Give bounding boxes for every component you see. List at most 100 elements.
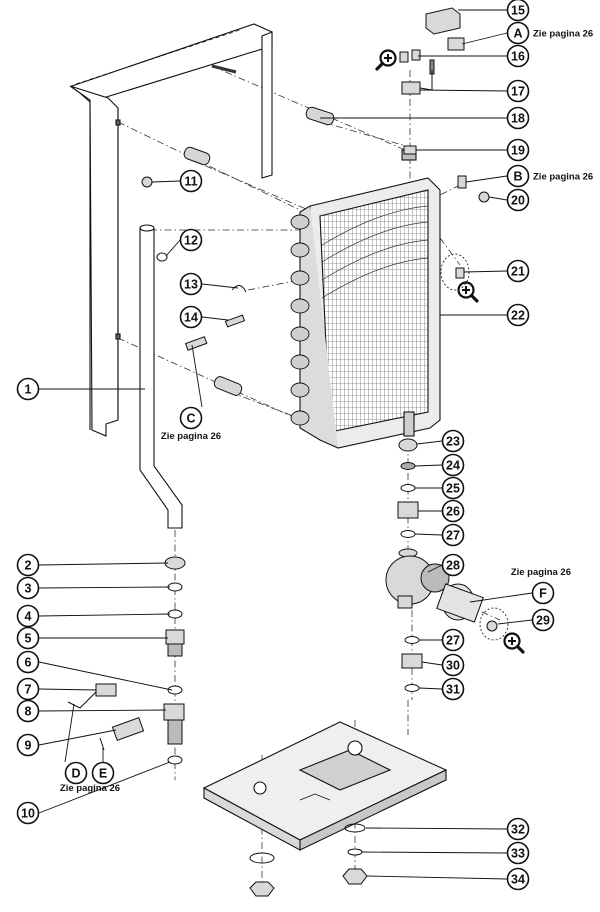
leader-line	[38, 613, 171, 617]
callout-label: 10	[21, 806, 35, 820]
callout-label: 27	[446, 528, 460, 542]
leader-line	[418, 687, 443, 690]
leader-line	[366, 875, 508, 880]
appliance-casing	[69, 23, 273, 437]
callout-label: 11	[184, 174, 197, 188]
reference-note: Zie pagina 26	[161, 431, 221, 442]
callout-label: 5	[25, 631, 32, 645]
callout-circle	[16, 650, 40, 674]
callout-34: 34	[506, 867, 530, 891]
callout-9: 9	[16, 733, 40, 757]
callout-label: 27	[446, 633, 460, 647]
callout-circle	[506, 138, 530, 162]
leader-line	[419, 89, 508, 92]
callout-21: 21	[506, 259, 530, 283]
callout-32: 32	[506, 817, 530, 841]
bottom-fittings	[249, 823, 368, 897]
reference-label: F	[539, 586, 547, 600]
leader-line	[427, 564, 443, 573]
callout-26: 26	[441, 499, 465, 523]
reference-label: E	[99, 766, 107, 780]
callout-layer: 1234567891011121314151617181920212223242…	[16, 0, 555, 891]
callout-label: 26	[446, 504, 460, 518]
callout-20: 20	[506, 188, 530, 212]
leader-line	[488, 196, 508, 201]
callout-circle	[506, 303, 530, 327]
callout-10: 10	[16, 801, 40, 825]
callout-circle	[506, 44, 530, 68]
reference-E: E	[91, 761, 115, 785]
callout-circle	[16, 677, 40, 701]
callout-19: 19	[506, 138, 530, 162]
callout-27a: 27	[441, 523, 465, 547]
leader-line	[38, 709, 167, 712]
callout-circle	[506, 867, 530, 891]
callout-label: 22	[511, 308, 525, 322]
callout-24: 24	[441, 453, 465, 477]
callout-label: 24	[446, 458, 460, 472]
leader-line	[469, 592, 533, 603]
heat-exchanger	[290, 149, 441, 449]
leader-line	[38, 586, 171, 589]
callout-12: 12	[179, 228, 203, 252]
leader-line	[201, 316, 229, 321]
callout-circle	[179, 228, 203, 252]
callout-circle	[441, 429, 465, 453]
callout-label: 34	[511, 872, 525, 886]
callout-label: 12	[184, 233, 198, 247]
callout-circle	[506, 259, 530, 283]
callout-circle	[16, 553, 40, 577]
leader-line	[151, 180, 181, 183]
callout-label: 16	[511, 49, 525, 63]
reference-label: B	[513, 169, 522, 183]
leader-line	[414, 533, 443, 536]
callout-label: 28	[446, 558, 460, 572]
callout-29: 29	[531, 608, 555, 632]
callout-1: 1	[16, 377, 40, 401]
callout-circle	[16, 801, 40, 825]
leader-line	[361, 851, 508, 854]
callout-22: 22	[506, 303, 530, 327]
callout-30: 30	[441, 653, 465, 677]
left-valve-stack	[67, 556, 186, 765]
leader-line	[38, 761, 171, 814]
leader-line	[38, 729, 117, 746]
reference-circle	[506, 164, 530, 188]
reference-note: Zie pagina 26	[511, 567, 571, 578]
callout-circle	[441, 677, 465, 701]
zoom-in-icon	[375, 49, 397, 71]
reference-label: D	[71, 766, 80, 780]
water-pipe	[139, 224, 183, 529]
callout-label: 18	[511, 111, 525, 125]
leader-line	[38, 562, 169, 566]
leader-line	[421, 661, 443, 666]
callout-label: 21	[511, 264, 525, 278]
callout-label: 6	[25, 655, 32, 669]
leader-line	[416, 440, 443, 445]
left-small-parts	[141, 176, 247, 351]
leader-line	[463, 270, 508, 273]
leader-line	[38, 661, 173, 691]
callout-circle	[16, 377, 40, 401]
callout-label: 8	[25, 704, 32, 718]
callout-circle	[506, 188, 530, 212]
leader-line	[365, 827, 508, 830]
callout-circle	[506, 106, 530, 130]
callout-label: 17	[511, 84, 525, 98]
callout-label: 2	[25, 558, 32, 572]
leader-line	[465, 175, 508, 183]
zoom-in-icon	[503, 632, 525, 654]
callout-circle	[179, 169, 203, 193]
callout-circle	[441, 453, 465, 477]
callout-label: 19	[511, 143, 525, 157]
callout-label: 29	[536, 613, 550, 627]
callout-label: 33	[511, 846, 525, 860]
callout-label: 1	[25, 382, 32, 396]
leader-line	[38, 688, 97, 691]
callout-28: 28	[441, 553, 465, 577]
callout-6: 6	[16, 650, 40, 674]
